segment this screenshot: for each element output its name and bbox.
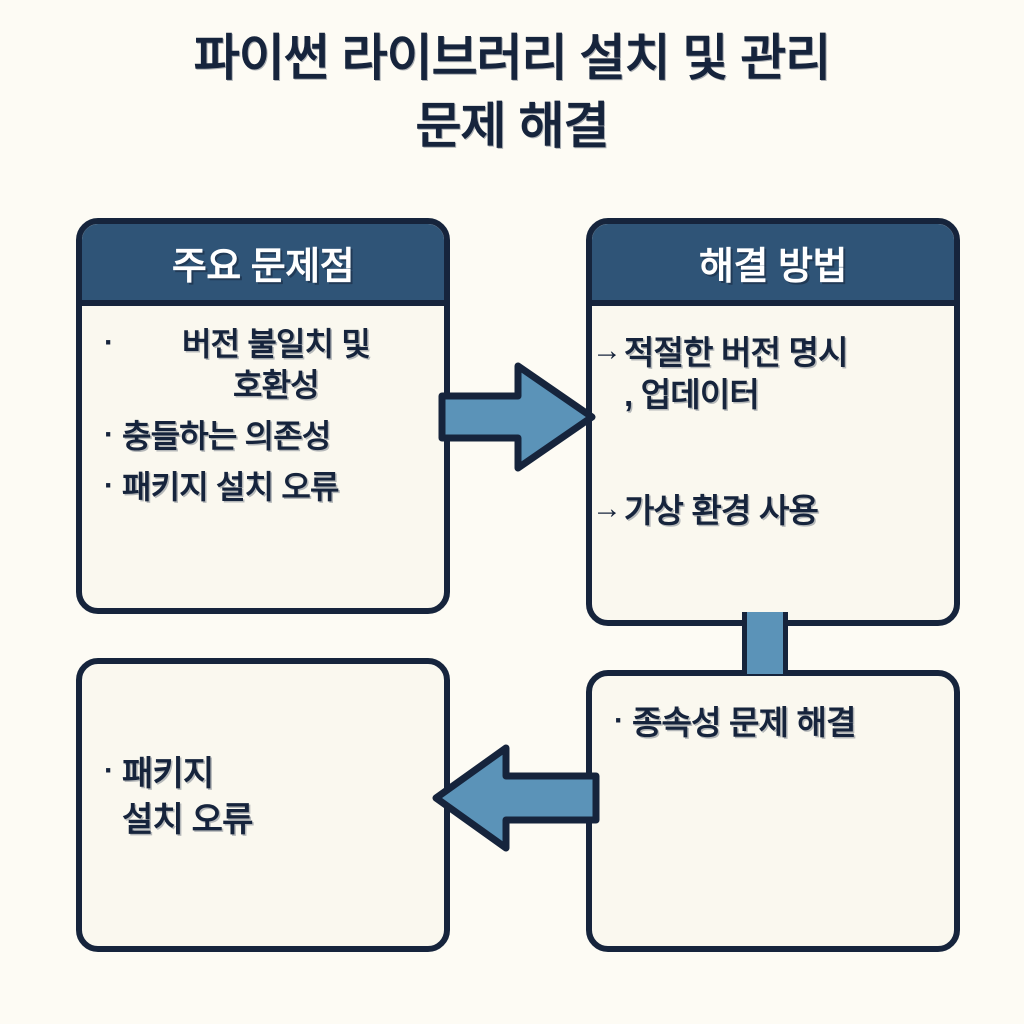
- list-item-label: 가상 환경 사용: [624, 492, 819, 530]
- problems-bullet-list: · 버전 불일치 및 호환성 · 충들하는 의존성 · 패키지 설치 오류: [96, 324, 430, 508]
- list-item-label: 패키지 설치 오류: [122, 468, 339, 505]
- box-main-problems-header-label: 주요 문제점: [171, 245, 355, 288]
- box-dependency-resolution: · 종속성 문제 해결: [586, 670, 960, 952]
- spacer: [616, 416, 940, 490]
- arrow-problems-to-solutions-icon: [438, 362, 596, 472]
- box-dependency-resolution-body: · 종속성 문제 해결: [592, 676, 954, 764]
- list-item-label: 충들하는 의존성: [122, 417, 331, 454]
- list-item: → 적절한 버전 명시 , 업데이터: [592, 332, 940, 416]
- box-main-problems: 주요 문제점 · 버전 불일치 및 호환성 · 충들하는 의존성 · 패키지 설…: [76, 218, 450, 614]
- bullet-dot-icon: ·: [104, 754, 114, 787]
- box-solution-methods-body: → 적절한 버전 명시 , 업데이터 → 가상 환경 사용: [592, 306, 954, 543]
- box-solution-methods-header-label: 해결 방법: [699, 245, 847, 288]
- list-item-label: 적절한 버전 명시 , 업데이터: [624, 334, 848, 414]
- bullet-dot-icon: ·: [104, 326, 114, 359]
- list-item: · 충들하는 의존성: [96, 416, 430, 457]
- list-item: · 버전 불일치 및 호환성: [96, 324, 430, 406]
- bullet-dot-icon: ·: [104, 468, 114, 502]
- result-bullet-list: · 패키지 설치 오류: [96, 752, 434, 844]
- box-package-install-error-body: · 패키지 설치 오류: [82, 664, 444, 864]
- list-item-label: 패키지 설치 오류: [122, 755, 253, 839]
- box-solution-methods-header: 해결 방법: [592, 224, 954, 306]
- arrow-right-bullet-icon: →: [592, 334, 622, 367]
- arrow-right-bullet-icon: →: [592, 492, 622, 526]
- list-item-label: 종속성 문제 해결: [632, 704, 856, 741]
- arrow-dependency-to-result-icon: [432, 744, 600, 852]
- box-package-install-error: · 패키지 설치 오류: [76, 658, 450, 952]
- page-title: 파이썬 라이브러리 설치 및 관리 문제 해결: [193, 30, 832, 154]
- box-main-problems-header: 주요 문제점: [82, 224, 444, 306]
- box-main-problems-body: · 버전 불일치 및 호환성 · 충들하는 의존성 · 패키지 설치 오류: [82, 306, 444, 528]
- bullet-dot-icon: ·: [104, 417, 114, 451]
- list-item-label: 버전 불일치 및 호환성: [181, 326, 371, 403]
- list-item: · 종속성 문제 해결: [606, 702, 944, 744]
- bullet-dot-icon: ·: [614, 704, 624, 737]
- connector-solutions-to-dependency: [742, 612, 788, 674]
- list-item: · 패키지 설치 오류: [96, 752, 434, 844]
- dependency-bullet-list: · 종속성 문제 해결: [606, 702, 944, 744]
- list-item: · 패키지 설치 오류: [96, 467, 430, 508]
- list-item: → 가상 환경 사용: [592, 490, 940, 532]
- box-solution-methods: 해결 방법 → 적절한 버전 명시 , 업데이터 → 가상 환경 사용: [586, 218, 960, 626]
- solutions-bullet-list: → 적절한 버전 명시 , 업데이터 → 가상 환경 사용: [592, 332, 940, 533]
